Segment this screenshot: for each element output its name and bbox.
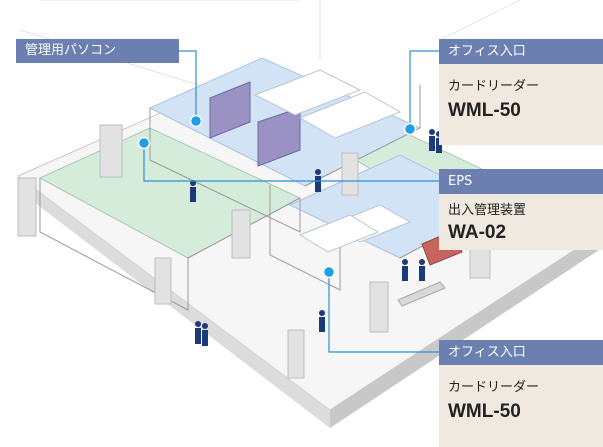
callout-body: カードリーダー WML-50	[439, 365, 603, 447]
device-model: WML-50	[448, 401, 521, 422]
leader-line-pc	[179, 50, 197, 120]
marker-card-reader-top	[403, 122, 417, 136]
server-racks	[209, 81, 301, 167]
leader-line-eps	[143, 143, 439, 182]
person-figure	[319, 310, 325, 332]
leader-lines	[143, 50, 439, 353]
marker-eps	[137, 136, 151, 150]
leader-line-office-entrance-top	[409, 50, 439, 128]
device-model: WML-50	[448, 100, 521, 121]
person-figure	[202, 323, 208, 346]
background-structure	[19, 0, 521, 111]
callout-body: カードリーダー WML-50	[439, 64, 603, 145]
pc-label: 管理用パソコン	[16, 39, 179, 63]
device-type: カードリーダー	[448, 79, 540, 94]
person-figure	[190, 180, 196, 202]
device-type: 出入管理装置	[448, 203, 527, 218]
callout-eps: EPS 出入管理装置 WA-02	[439, 169, 603, 250]
person-figure	[402, 259, 408, 281]
device-model: WA-02	[448, 222, 507, 243]
callout-header: オフィス入口	[439, 340, 603, 365]
marker-card-reader-bottom	[322, 265, 336, 279]
device-markers	[137, 114, 417, 279]
callout-header: EPS	[439, 169, 603, 194]
callout-body: 出入管理装置 WA-02	[439, 194, 603, 250]
leader-line-office-entrance-bottom	[328, 273, 439, 353]
marker-pc	[189, 114, 203, 128]
person-figure	[315, 169, 321, 192]
person-figure	[429, 129, 435, 151]
callout-office-entrance-bottom: オフィス入口 カードリーダー WML-50	[439, 340, 603, 447]
person-figure	[419, 259, 425, 281]
person-figure	[195, 321, 201, 344]
callout-office-entrance-top: オフィス入口 カードリーダー WML-50	[439, 39, 603, 145]
callout-header: オフィス入口	[439, 39, 603, 64]
office-furniture	[253, 69, 412, 253]
pillars	[17, 124, 491, 379]
device-type: カードリーダー	[448, 380, 540, 395]
